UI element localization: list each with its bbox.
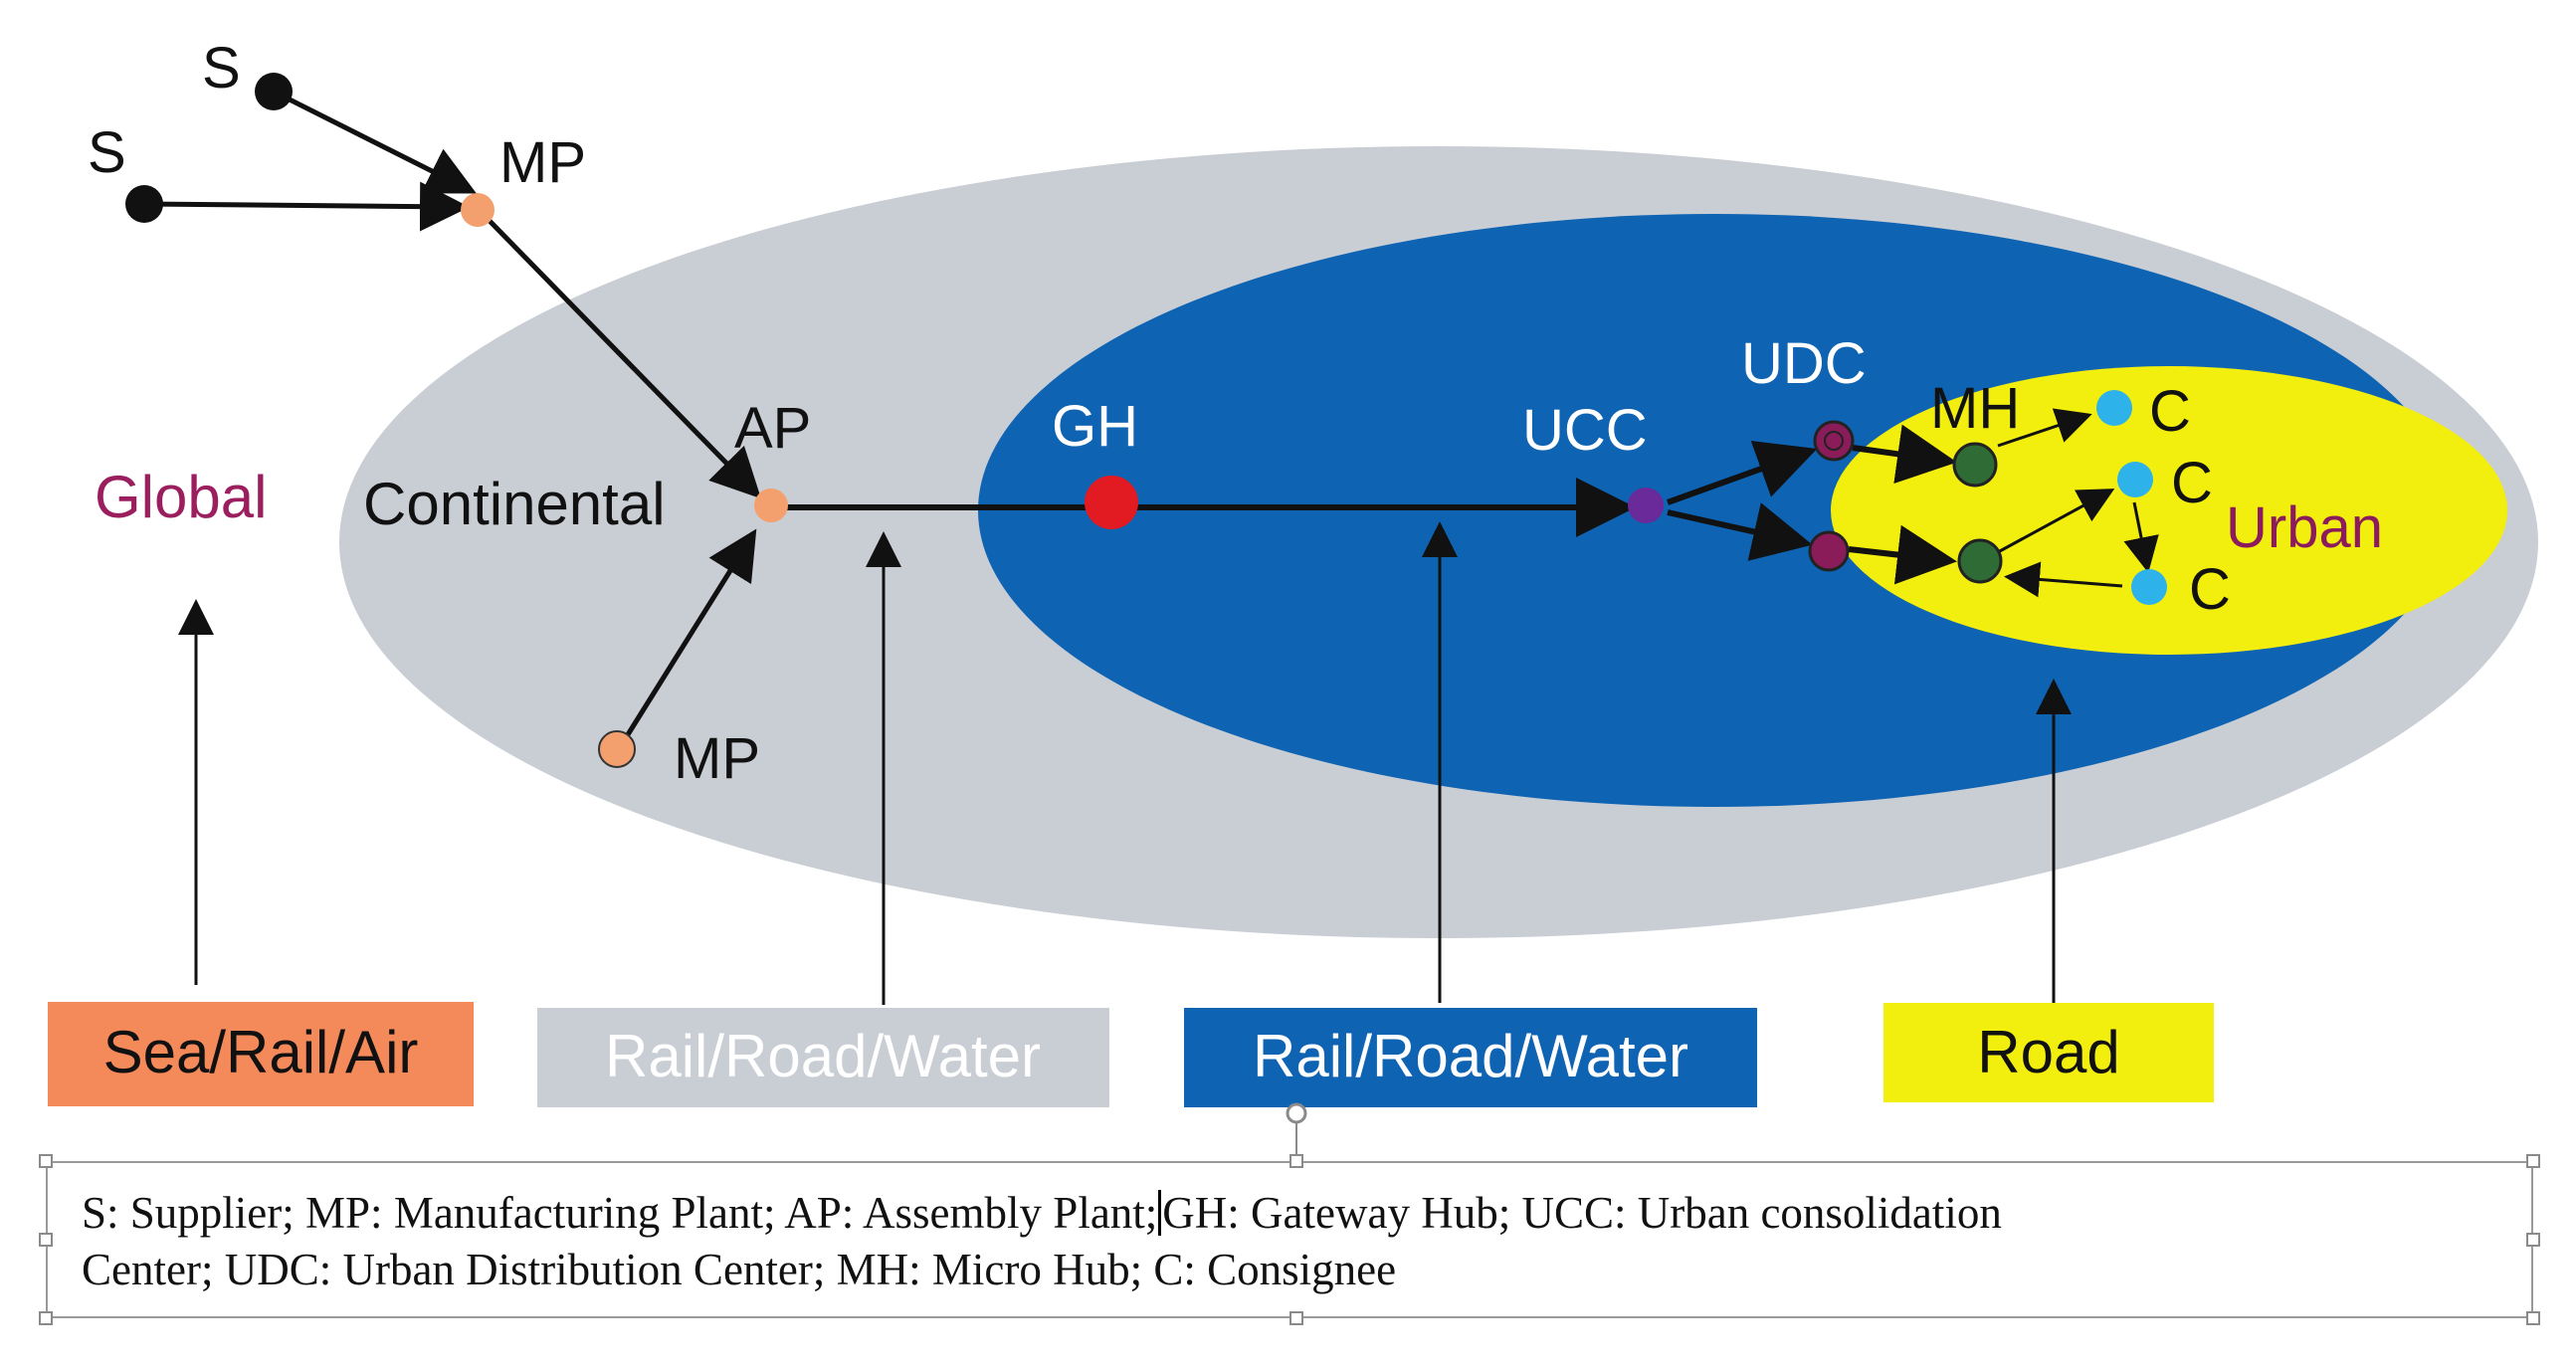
legend-line-1-end: GH: Gateway Hub; UCC: Urban consolidatio…: [1162, 1188, 2002, 1238]
consignee-label-2: C: [2171, 451, 2213, 515]
supplier-node-2: [125, 185, 163, 223]
consignee-node-1: [2096, 390, 2132, 426]
resize-handle-top-left[interactable]: [39, 1154, 53, 1168]
gateway-hub-node: [1085, 476, 1138, 529]
edge-supplier2-mp: [143, 181, 470, 232]
urban-area-region: [978, 214, 2451, 807]
continental-scope-label: Continental: [363, 471, 666, 537]
supplier-label-1: S: [202, 36, 241, 100]
mode-box-continental: [537, 1008, 1109, 1107]
consignee-node-3: [2131, 569, 2167, 605]
udc-node-2: [1808, 530, 1850, 572]
resize-handle-bottom-left[interactable]: [39, 1311, 53, 1325]
rotate-handle-icon[interactable]: [1286, 1102, 1307, 1124]
edge-supplier1-mp: [272, 89, 477, 194]
gateway-hub-label: GH: [1052, 394, 1138, 459]
edge-udc1-mh1: [1852, 424, 1957, 485]
consignee-label-1: C: [2149, 379, 2191, 444]
supplier-node-1: [255, 73, 293, 110]
mode-box-urban: [1883, 1003, 2214, 1102]
mode-label-urban: Road: [1977, 1019, 2119, 1085]
urban-core-region: [1831, 366, 2507, 655]
edge-ucc-udc1: [1666, 441, 1818, 505]
edge-mh1-c1: [1997, 408, 2092, 448]
ucc-label: UCC: [1522, 398, 1648, 463]
edge-mh2-c2: [1997, 489, 2115, 554]
mode-box-sea-rail-air: [48, 1002, 474, 1106]
manufacturing-plant-label-top: MP: [499, 130, 586, 195]
edge-c3-mh2: [2004, 561, 2123, 598]
micro-hub-node-2: [1957, 538, 2003, 584]
mode-box-urban-area: [1184, 1008, 1757, 1107]
global-scope-label: Global: [95, 464, 267, 530]
udc-node-1-inner: [1824, 431, 1844, 451]
manufacturing-plant-node-bottom: [598, 730, 636, 768]
resize-handle-middle-right[interactable]: [2526, 1233, 2540, 1247]
mode-label-urban-area: Rail/Road/Water: [1253, 1023, 1688, 1089]
udc-node-1: [1813, 420, 1855, 462]
micro-hub-label: MH: [1930, 376, 2020, 441]
resize-handle-middle-left[interactable]: [39, 1233, 53, 1247]
edge-ucc-udc2: [1667, 502, 1813, 561]
udc-label: UDC: [1741, 331, 1867, 396]
edge-mp2-ap: [624, 528, 757, 738]
micro-hub-node-1: [1952, 442, 1998, 488]
abbreviation-legend-textbox[interactable]: S: Supplier; MP: Manufacturing Plant; AP…: [46, 1161, 2533, 1318]
edge-c2-c3: [2123, 501, 2159, 573]
legend-line-2: Center; UDC: Urban Distribution Center; …: [82, 1245, 1397, 1294]
assembly-plant-label: AP: [734, 396, 811, 461]
urban-scope-label: Urban: [2226, 495, 2383, 560]
resize-handle-bottom-right[interactable]: [2526, 1311, 2540, 1325]
resize-handle-bottom-middle[interactable]: [1289, 1311, 1303, 1325]
edge-mp-ap: [488, 219, 761, 499]
ucc-node: [1628, 488, 1664, 523]
legend-line-1: S: Supplier; MP: Manufacturing Plant; AP…: [82, 1185, 2497, 1242]
resize-handle-top-right[interactable]: [2526, 1154, 2540, 1168]
edge-udc2-mh2: [1848, 524, 1957, 585]
manufacturing-plant-label-bottom: MP: [674, 726, 760, 791]
manufacturing-plant-node-top: [461, 193, 495, 227]
mode-label-sea-rail-air: Sea/Rail/Air: [103, 1019, 419, 1085]
supplier-label-2: S: [88, 120, 126, 185]
consignee-label-3: C: [2189, 557, 2231, 622]
assembly-plant-node: [754, 489, 788, 522]
consignee-node-2: [2117, 462, 2153, 497]
legend-line-1-start: S: Supplier; MP: Manufacturing Plant; AP…: [82, 1188, 1158, 1238]
text-cursor: [1158, 1190, 1162, 1236]
mode-label-continental: Rail/Road/Water: [605, 1023, 1041, 1089]
resize-handle-top-middle[interactable]: [1289, 1154, 1303, 1168]
